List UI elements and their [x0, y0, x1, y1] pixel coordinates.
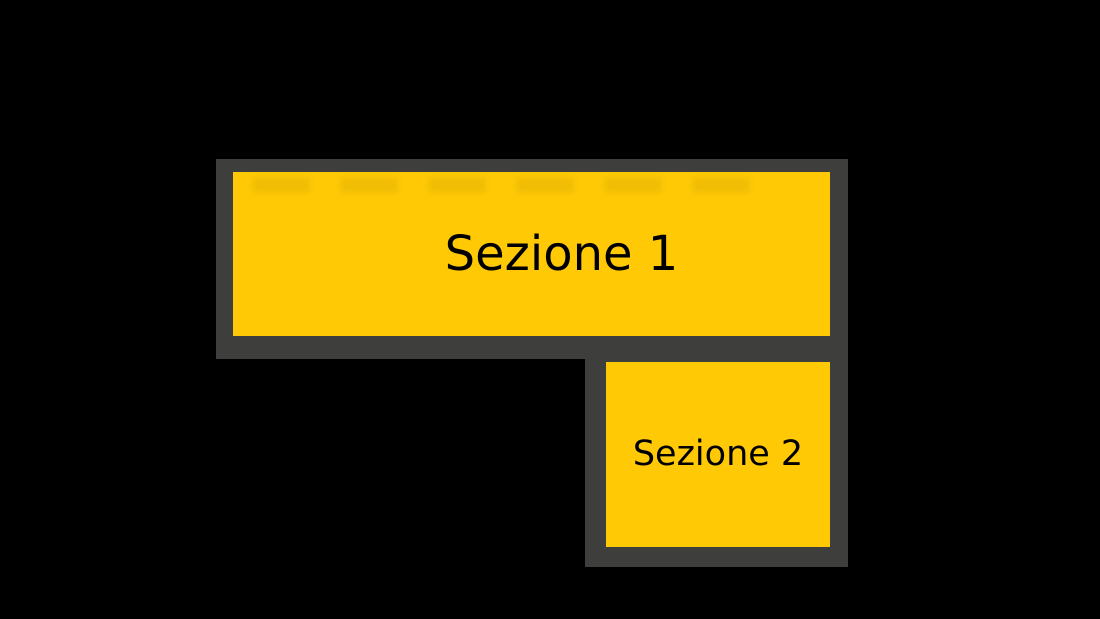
section-2-block[interactable]: Sezione 2 [606, 362, 830, 547]
section-2-label: Sezione 2 [632, 434, 804, 474]
section-1-block[interactable]: Sezione 1 [233, 172, 830, 336]
section-1-label: Sezione 1 [444, 226, 679, 282]
